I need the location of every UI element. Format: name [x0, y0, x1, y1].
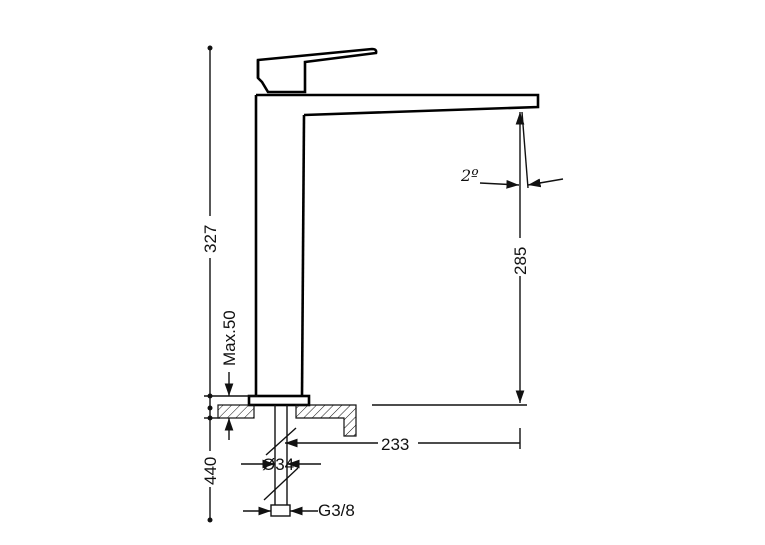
dim-spout-angle-label: 2º: [460, 166, 479, 185]
connection-nut: [270, 504, 291, 517]
dim-below-counter-label: 440: [201, 457, 220, 485]
spout-height-dimension: [515, 111, 529, 403]
base-flange: [247, 394, 311, 407]
spout-angle-dimension: [479, 178, 564, 189]
dim-total-height-label: 327: [201, 225, 220, 253]
dim-spout-height-label: 285: [511, 247, 530, 275]
shank: [263, 405, 299, 517]
faucet-body: [247, 47, 540, 407]
lever-handle: [256, 47, 378, 94]
dim-spout-reach-label: 233: [381, 435, 409, 454]
dim-connection-label: G3/8: [318, 501, 355, 520]
left-dimension-chain: [204, 45, 258, 523]
countertop-section: [217, 404, 527, 437]
dim-shank-diameter-label: Ø34: [262, 455, 294, 474]
spout: [256, 93, 540, 117]
dim-max-thickness-label: Max.50: [220, 310, 239, 366]
body-right-edge: [300, 114, 306, 397]
